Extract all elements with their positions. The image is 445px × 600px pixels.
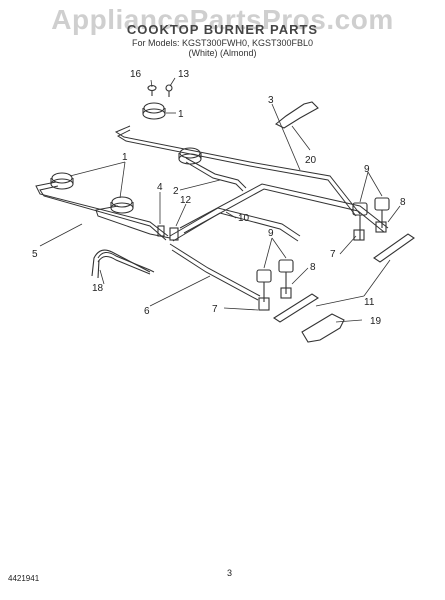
callout-label: 1 — [178, 109, 184, 120]
callout-label: 7 — [330, 249, 336, 260]
callout-label: 9 — [268, 228, 274, 239]
burner-front-right — [110, 196, 134, 214]
callout-label: 1 — [122, 152, 128, 163]
spreader-front — [272, 293, 320, 323]
callout-label: 5 — [32, 249, 38, 260]
igniter-module — [301, 313, 345, 343]
valve-front-right — [278, 259, 294, 299]
callouts: 16 13 1 3 20 1 9 2 4 12 8 10 5 7 9 8 18 … — [32, 69, 406, 327]
callout-label: 8 — [400, 197, 406, 208]
flex-hose — [91, 249, 151, 279]
color-variants: (White) (Almond) — [188, 48, 257, 58]
screw — [165, 84, 173, 97]
document-code: 4421941 — [8, 574, 40, 583]
burner-front-left — [50, 172, 74, 190]
manifold-front — [169, 243, 261, 297]
manifold-long — [179, 183, 389, 229]
callout-label: 16 — [130, 69, 142, 80]
callout-label: 6 — [144, 306, 150, 317]
fitting-4 — [157, 225, 165, 237]
model-numbers: For Models: KGST300FWH0, KGST300FBL0 — [131, 38, 314, 48]
callout-label: 11 — [364, 297, 375, 308]
callout-label: 3 — [268, 95, 274, 106]
pipe-rear-left — [114, 125, 361, 215]
callout-label: 10 — [238, 213, 250, 224]
burner-rear-left — [142, 102, 166, 120]
callout-label: 4 — [157, 182, 163, 193]
pipe-manifold-main — [169, 207, 301, 237]
callout-label: 9 — [364, 164, 370, 175]
pipe-front-left — [35, 181, 169, 237]
connector-tube — [97, 252, 155, 273]
callout-label: 7 — [212, 304, 218, 315]
callout-label: 2 — [173, 186, 179, 197]
spreader-rear — [373, 233, 415, 263]
callout-label: 8 — [310, 262, 316, 273]
callout-label: 20 — [305, 155, 317, 166]
bracket — [274, 101, 319, 129]
page-number: 3 — [227, 568, 233, 578]
pipe-rear-right — [185, 157, 247, 189]
gas-tubing — [35, 125, 389, 301]
fitting-12 — [169, 227, 179, 241]
callout-label: 12 — [180, 195, 192, 206]
burner-rear-right — [178, 147, 202, 165]
valve-rear-right — [374, 197, 390, 233]
callout-label: 18 — [92, 283, 104, 294]
valve-rear-left — [352, 202, 368, 241]
pipe-front-mid — [95, 205, 171, 239]
callout-label: 13 — [178, 69, 190, 80]
leader-lines — [39, 77, 401, 323]
page-title: COOKTOP BURNER PARTS — [126, 22, 319, 37]
callout-label: 19 — [370, 316, 382, 327]
watermark: AppliancePartsPros.com — [51, 4, 394, 35]
valve-front-left — [256, 269, 272, 311]
burner-cap-small — [147, 84, 157, 96]
